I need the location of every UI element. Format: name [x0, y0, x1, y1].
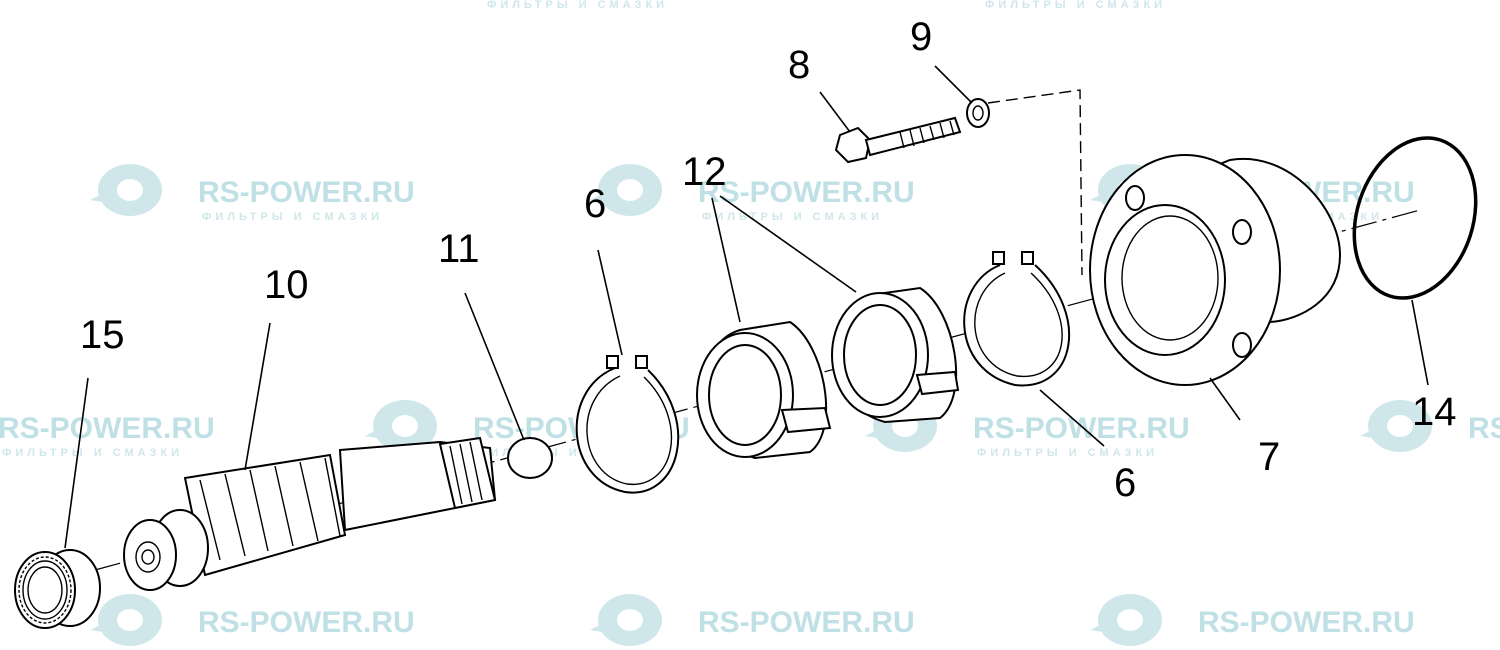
part-split-bushing-12-rear: [831, 286, 960, 424]
part-snap-ring-6-left: [575, 355, 680, 494]
watermark-tagline: ФИЛЬТРЫ И СМАЗКИ: [2, 447, 183, 459]
watermark-tagline: ФИЛЬТРЫ И СМАЗКИ: [487, 0, 668, 11]
watermark-row1-a: RS-POWER.RU ФИЛЬТРЫ И СМАЗКИ: [90, 164, 415, 223]
watermark-row3-b: RS-POWER.RU: [590, 594, 915, 646]
leader-line-10: [244, 322, 271, 471]
leader-lines: [64, 65, 1429, 549]
part-bearing-15: [14, 549, 101, 629]
leader-line-11: [464, 292, 525, 441]
part-o-ring-14: [1352, 136, 1478, 300]
callout-14: 14: [1412, 390, 1457, 434]
part-pinion-shaft-10: [123, 436, 497, 591]
watermark-tagline: ФИЛЬТРЫ И СМАЗКИ: [977, 447, 1158, 459]
callout-12: 12: [682, 150, 727, 194]
watermark-logo-icon: [90, 164, 162, 216]
leader-line-6-right: [1039, 389, 1105, 447]
leader-line-9: [934, 65, 973, 104]
watermark-row2-d: RS-POWER.RU: [1360, 400, 1500, 452]
watermark-brand: RS-POWER.RU: [1198, 606, 1415, 639]
watermark-brand: RS-POWER.RU: [198, 176, 415, 209]
callout-labels: 8 9 12 6 11 10 15 6 7 14: [80, 15, 1457, 505]
callout-8: 8: [788, 43, 810, 87]
watermark-tagline: ФИЛЬТРЫ И СМАЗКИ: [702, 211, 883, 223]
watermark-row3-a: RS-POWER.RU: [90, 594, 415, 646]
callout-6-left: 6: [584, 182, 606, 226]
watermark-logo-icon: [90, 594, 162, 646]
watermark-brand: RS-POWER.RU: [973, 412, 1190, 445]
leader-line-8: [819, 91, 851, 133]
callout-10: 10: [264, 263, 309, 307]
watermark-tagline: ФИЛЬТРЫ И СМАЗКИ: [985, 0, 1166, 11]
watermark-brand: RS-POWER.RU: [0, 412, 215, 445]
watermark-brand: RS-POWER.RU: [1468, 412, 1500, 445]
callout-9: 9: [910, 15, 932, 59]
part-snap-ring-6-right: [963, 251, 1070, 387]
part-housing-7: [1089, 154, 1342, 386]
part-ball-11: [507, 437, 553, 479]
part-bolt-8: [834, 116, 962, 164]
watermark-brand: RS-POWER.RU: [198, 606, 415, 639]
callout-6-right: 6: [1114, 461, 1136, 505]
watermark-row3-c: RS-POWER.RU: [1090, 594, 1415, 646]
leader-line-7: [1209, 377, 1241, 421]
watermark-brand: RS-POWER.RU: [698, 176, 915, 209]
leader-line-15: [64, 377, 89, 549]
watermark-logo-icon: [1360, 400, 1432, 452]
watermark-logo-icon: [590, 594, 662, 646]
leader-line-6-left: [597, 249, 623, 356]
watermark-logo-icon: [365, 400, 437, 452]
watermark-top-right: ФИЛЬТРЫ И СМАЗКИ: [985, 0, 1166, 11]
watermark-logo-icon: [590, 164, 662, 216]
watermark-top-left: ФИЛЬТРЫ И СМАЗКИ: [487, 0, 668, 11]
watermark-brand: RS-POWER.RU: [698, 606, 915, 639]
part-washer-9: [966, 98, 990, 128]
leader-line-12-b: [719, 195, 857, 293]
watermark-row2-a: RS-POWER.RU ФИЛЬТРЫ И СМАЗКИ: [0, 412, 215, 459]
callout-7: 7: [1258, 435, 1280, 479]
part-split-bushing-12-front: [696, 320, 832, 460]
leader-line-14: [1411, 299, 1429, 386]
leader-line-12-a: [711, 197, 741, 323]
callout-15: 15: [80, 313, 125, 357]
bolt-alignment-dashed-line: [987, 89, 1083, 276]
watermark-tagline: ФИЛЬТРЫ И СМАЗКИ: [202, 211, 383, 223]
watermark-row1-b: RS-POWER.RU ФИЛЬТРЫ И СМАЗКИ: [590, 164, 915, 223]
watermark-logo-icon: [1090, 594, 1162, 646]
callout-11: 11: [438, 227, 480, 271]
